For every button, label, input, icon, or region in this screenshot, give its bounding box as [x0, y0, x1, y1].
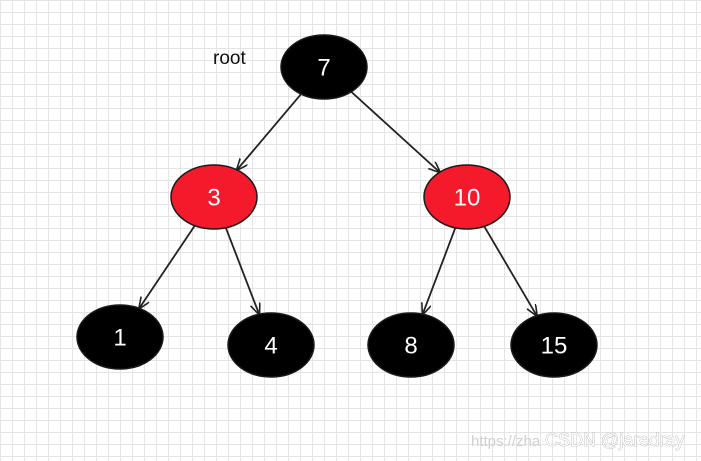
node-value: 1 — [113, 325, 126, 352]
nodes-layer: 7 3 10 1 4 8 15 — [76, 34, 598, 378]
tree-node-7: 7 — [280, 34, 368, 100]
watermark-brand: CSDN @jaredray — [545, 430, 684, 450]
node-value: 15 — [541, 333, 568, 360]
node-shape-black — [510, 312, 598, 378]
edge-n7-n10 — [350, 91, 440, 172]
node-value: 10 — [454, 185, 481, 212]
root-label: root — [213, 48, 246, 69]
edge-n10-n8 — [423, 227, 457, 314]
tree-node-3: 3 — [170, 164, 258, 230]
tree-node-1: 1 — [76, 304, 164, 370]
watermark-url: https://zha — [471, 433, 541, 450]
tree-node-15: 15 — [510, 312, 598, 378]
tree-node-8: 8 — [367, 312, 455, 378]
edge-n7-n3 — [237, 93, 302, 170]
node-shape-black — [227, 312, 315, 378]
node-shape-black — [280, 34, 368, 100]
node-value: 4 — [264, 333, 277, 360]
edge-n3-n1 — [139, 225, 196, 309]
tree-node-10: 10 — [423, 164, 511, 230]
edges-layer — [139, 91, 537, 316]
edge-n3-n4 — [225, 227, 259, 314]
node-shape-red — [170, 164, 258, 230]
node-value: 7 — [317, 55, 330, 82]
tree-node-4: 4 — [227, 312, 315, 378]
node-shape-red — [423, 164, 511, 230]
node-value: 3 — [207, 185, 220, 212]
watermark: https://zha CSDN @jaredray — [471, 430, 685, 451]
node-shape-black — [367, 312, 455, 378]
edge-n10-n15 — [483, 225, 537, 315]
node-value: 8 — [404, 333, 417, 360]
node-shape-black — [76, 304, 164, 370]
